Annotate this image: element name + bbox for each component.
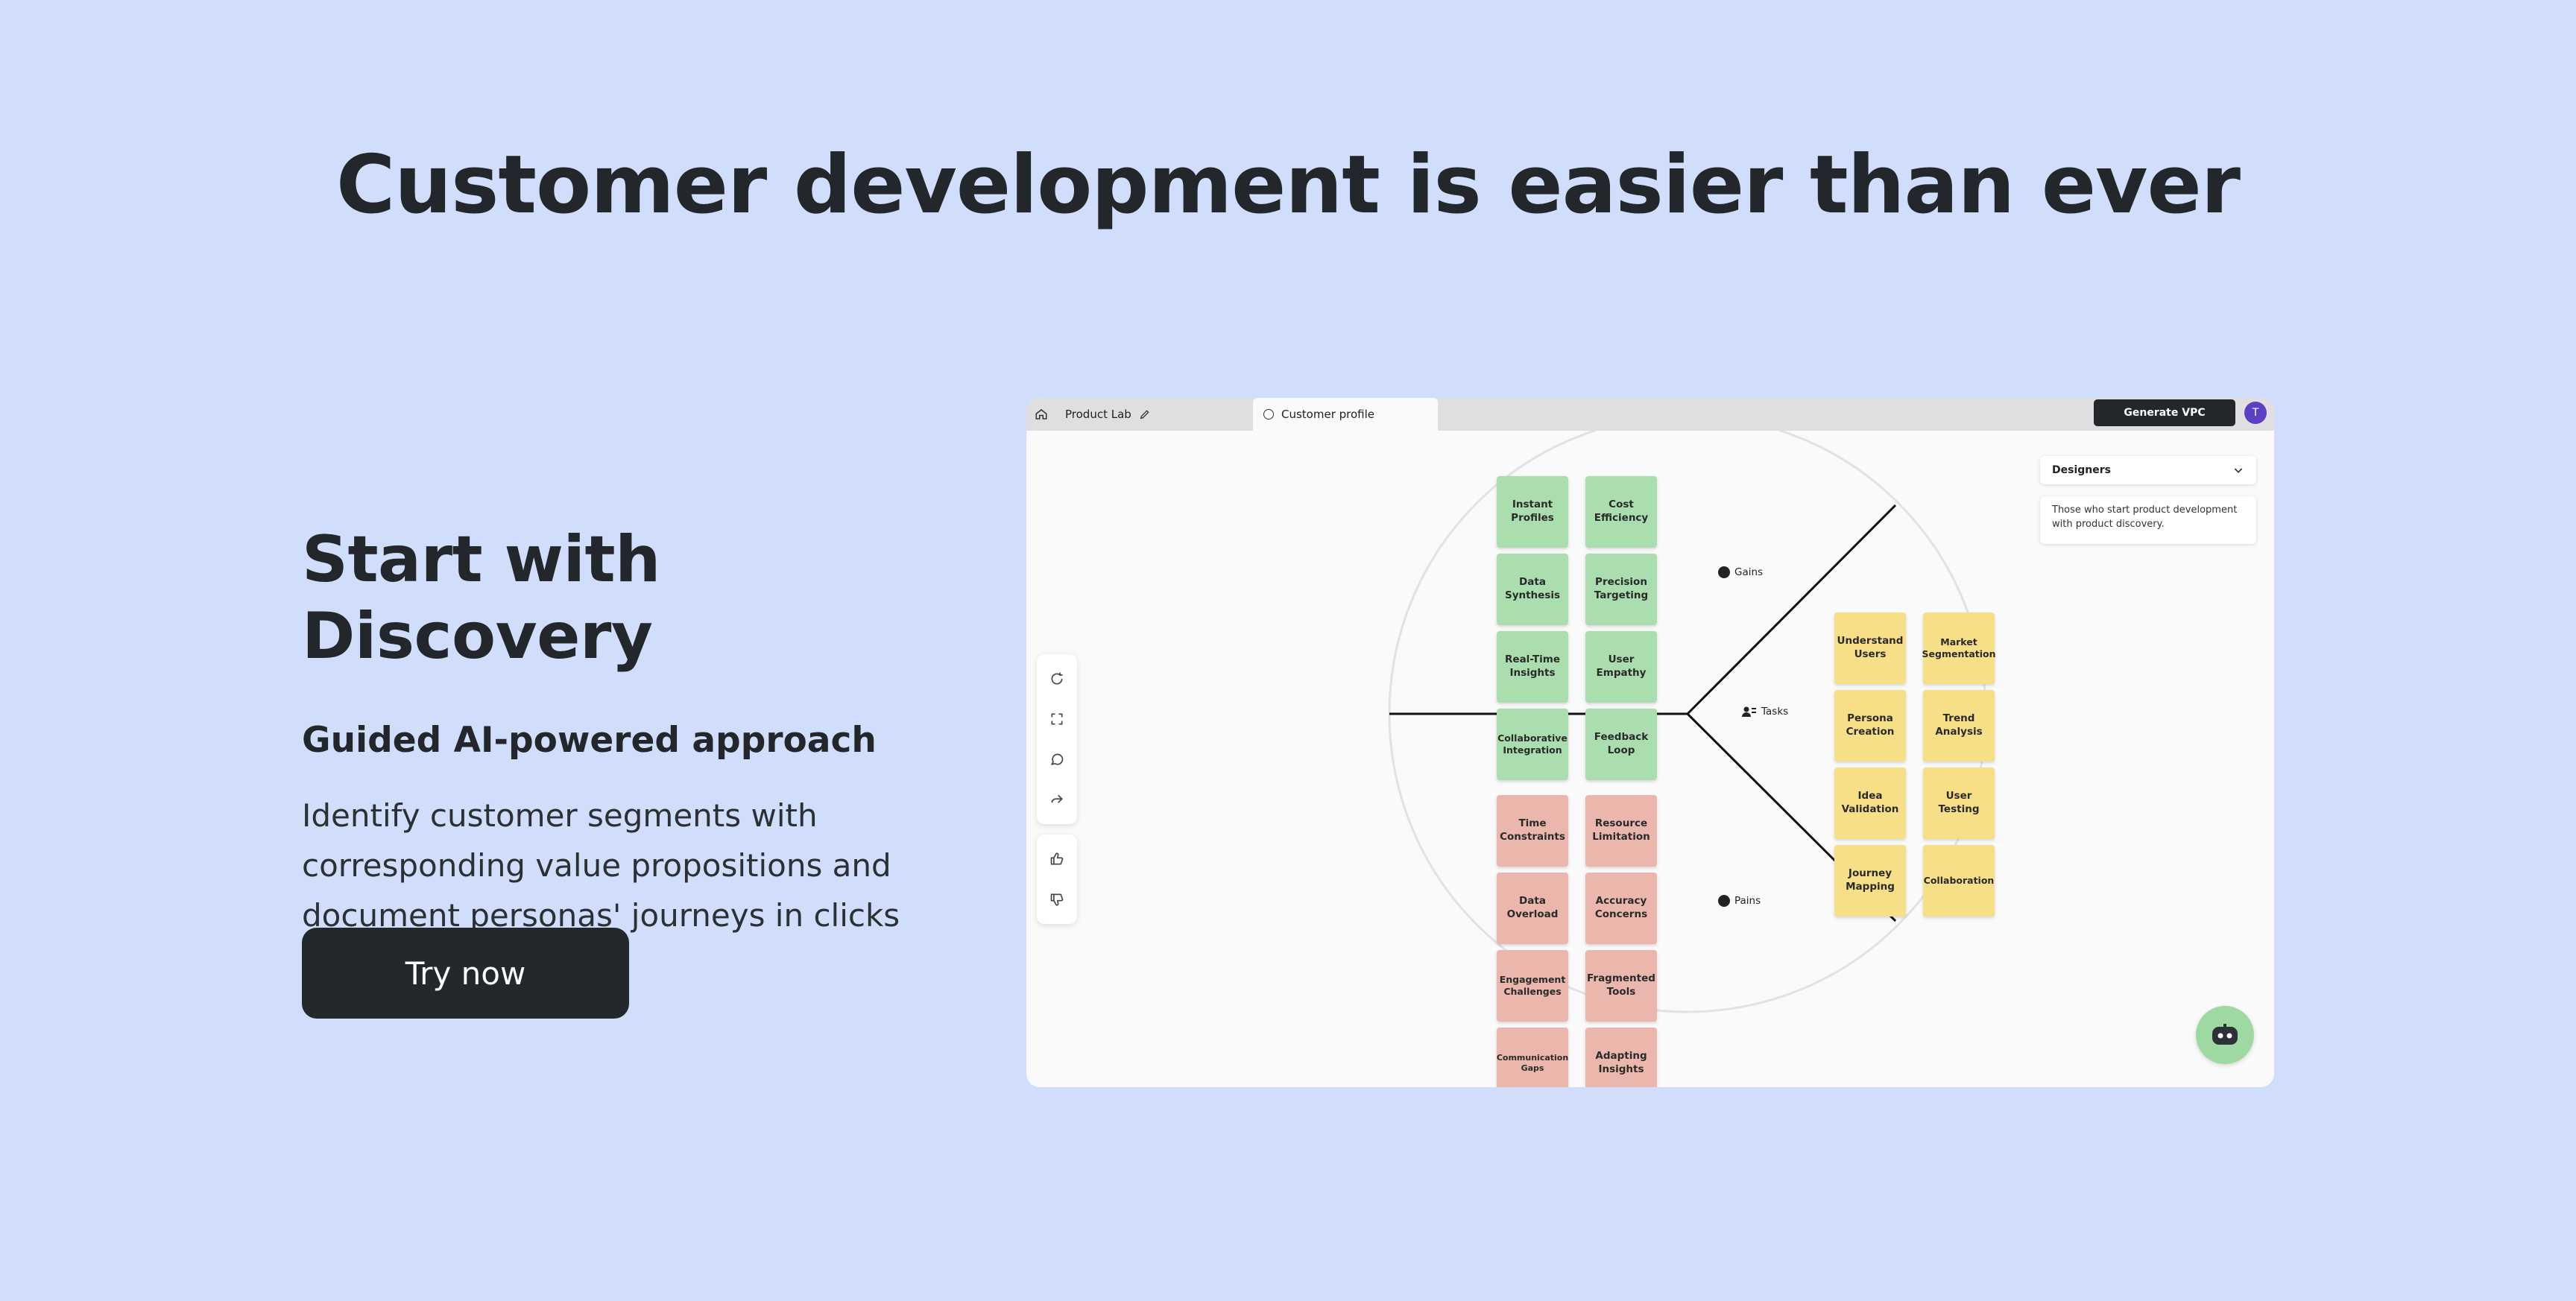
tab-product-lab[interactable]: Product Lab [1056, 398, 1235, 431]
home-icon [1035, 409, 1047, 420]
pain-note[interactable]: Fragmented Tools [1585, 950, 1657, 1022]
segment-dropdown[interactable]: Designers [2040, 456, 2256, 484]
tab-bar: Product Lab Customer profile Generate VP… [1026, 398, 2274, 431]
thumbs-up-icon [1050, 852, 1064, 865]
gain-note[interactable]: User Empathy [1585, 631, 1657, 703]
smile-icon [1718, 566, 1730, 578]
pain-note[interactable]: Time Constraints [1497, 795, 1568, 867]
gains-label-text: Gains [1734, 566, 1764, 578]
comment-button[interactable] [1037, 739, 1077, 779]
gain-note[interactable]: Collaborative Integration [1497, 709, 1568, 780]
task-note[interactable]: Persona Creation [1834, 690, 1906, 762]
discovery-section: Start with Discovery Guided AI-powered a… [302, 522, 958, 940]
share-button[interactable] [1037, 779, 1077, 820]
vpc-upper-diagonal [1686, 504, 1897, 715]
gain-note[interactable]: Precision Targeting [1585, 554, 1657, 625]
toolbar-group-main [1037, 654, 1077, 824]
gain-note[interactable]: Feedback Loop [1585, 709, 1657, 780]
expand-icon [1051, 713, 1063, 725]
task-note[interactable]: Idea Validation [1834, 767, 1906, 839]
robot-icon [2212, 1024, 2238, 1045]
section-subheading: Guided AI-powered approach [302, 720, 877, 762]
avatar[interactable]: T [2244, 402, 2267, 424]
tasks-icon [1742, 706, 1756, 717]
pain-note[interactable]: Communication Gaps [1497, 1028, 1568, 1087]
refresh-icon [1051, 672, 1063, 685]
share-icon [1051, 794, 1063, 803]
frown-icon [1718, 895, 1730, 907]
pain-note[interactable]: Data Overload [1497, 873, 1568, 944]
chevron-down-icon [2234, 468, 2243, 473]
pains-label-text: Pains [1734, 895, 1761, 907]
tab-home[interactable] [1026, 398, 1056, 431]
pain-note[interactable]: Resource Limitation [1585, 795, 1657, 867]
tab-customer-profile-label: Customer profile [1281, 408, 1375, 421]
pencil-icon[interactable] [1139, 408, 1151, 420]
thumbs-down-icon [1050, 893, 1064, 906]
tasks-label: Tasks [1742, 706, 1788, 718]
tab-product-lab-label: Product Lab [1065, 408, 1131, 421]
ai-assistant-button[interactable] [2196, 1006, 2254, 1064]
thumbs-down-button[interactable] [1037, 879, 1077, 919]
task-note[interactable]: Market Segmentation [1922, 612, 1996, 684]
pain-note[interactable]: Adapting Insights [1585, 1028, 1657, 1087]
thumbs-up-button[interactable] [1037, 839, 1077, 879]
section-heading: Start with Discovery [302, 522, 660, 674]
task-note[interactable]: User Testing [1923, 767, 1995, 839]
task-note[interactable]: Trend Analysis [1923, 690, 1995, 762]
fit-view-button[interactable] [1037, 699, 1077, 739]
comment-icon [1050, 753, 1064, 765]
gain-note[interactable]: Real-Time Insights [1497, 631, 1568, 703]
gain-note[interactable]: Cost Efficiency [1585, 476, 1657, 548]
gain-note[interactable]: Instant Profiles [1497, 476, 1568, 548]
gains-label: Gains [1718, 566, 1763, 578]
vpc-canvas[interactable]: Instant Profiles Cost Efficiency Data Sy… [1026, 431, 2274, 1087]
pain-note[interactable]: Engagement Challenges [1497, 950, 1568, 1022]
gain-note[interactable]: Data Synthesis [1497, 554, 1568, 625]
canvas-toolbar [1037, 654, 1077, 924]
section-description: Identify customer segments with correspo… [302, 797, 900, 934]
pains-label: Pains [1718, 895, 1761, 907]
generate-vpc-button[interactable]: Generate VPC [2094, 399, 2235, 426]
segment-description: Those who start product development with… [2040, 496, 2256, 544]
app-window: Product Lab Customer profile Generate VP… [1026, 398, 2274, 1087]
circle-icon [1263, 409, 1274, 420]
task-note[interactable]: Understand Users [1834, 612, 1906, 684]
tasks-label-text: Tasks [1761, 706, 1789, 718]
toolbar-group-feedback [1037, 835, 1077, 924]
tab-customer-profile[interactable]: Customer profile [1253, 398, 1438, 431]
hero-title: Customer development is easier than ever [335, 139, 2241, 232]
try-now-button[interactable]: Try now [302, 928, 629, 1019]
task-note[interactable]: Collaboration [1923, 845, 1995, 917]
segment-dropdown-value: Designers [2052, 464, 2111, 476]
pain-note[interactable]: Accuracy Concerns [1585, 873, 1657, 944]
refresh-button[interactable] [1037, 659, 1077, 699]
task-note[interactable]: Journey Mapping [1834, 845, 1906, 917]
